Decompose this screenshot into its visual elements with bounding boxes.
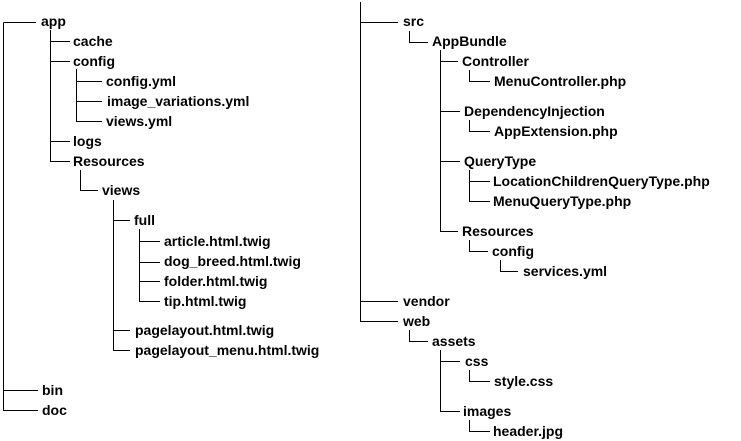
folder-css: css [465,353,489,370]
connector-images [469,420,490,432]
folder-views: views [102,182,141,199]
connector-root-right [360,2,398,322]
connector-querytype [469,170,490,202]
folder-controller: Controller [462,53,529,70]
folder-resources-right: Resources [462,223,534,240]
folder-web: web [403,313,431,330]
connector-assets [440,350,460,412]
connector-dependencyinjection [469,120,490,132]
connector-web [409,330,428,342]
folder-querytype: QueryType [464,153,537,170]
folder-resources: Resources [73,153,145,170]
file-article-twig: article.html.twig [164,233,271,250]
folder-logs: logs [73,133,102,150]
folder-bin: bin [42,382,63,399]
folder-appbundle: AppBundle [432,33,507,50]
file-views-yml: views.yml [106,113,173,130]
folder-full: full [134,212,155,229]
file-pagelayout-menu-twig: pagelayout_menu.html.twig [135,342,320,359]
folder-config-right: config [492,243,534,260]
folder-app: app [41,13,66,30]
file-services-yml: services.yml [523,263,608,280]
folder-cache: cache [73,33,113,50]
file-app-extension-php: AppExtension.php [494,123,618,140]
connector-src [409,31,428,43]
folder-dependency-injection: DependencyInjection [464,103,605,120]
connector-app [50,30,70,162]
folder-images: images [463,403,512,420]
folder-src: src [403,13,425,30]
connector-config [76,69,102,122]
connector-resources [80,170,98,191]
file-tip-twig: tip.html.twig [164,293,247,310]
file-config-yml: config.yml [106,73,177,90]
file-folder-twig: folder.html.twig [164,273,268,290]
folder-assets: assets [432,333,476,350]
connector-appbundle [440,50,460,232]
connector-views [113,200,130,351]
folder-vendor: vendor [403,293,450,310]
connector-css [469,370,490,382]
file-menu-query-type-php: MenuQueryType.php [493,193,632,210]
file-style-css: style.css [494,373,554,390]
connector-config-right [500,260,518,272]
folder-config: config [73,53,115,70]
file-menu-controller-php: MenuController.php [494,73,627,90]
connector-resources-right [469,240,488,252]
file-pagelayout-twig: pagelayout.html.twig [135,322,275,339]
connector-full [139,229,160,302]
file-location-children-query-type-php: LocationChildrenQueryType.php [493,173,710,190]
folder-doc: doc [42,402,67,419]
file-dog-breed-twig: dog_breed.html.twig [164,253,301,270]
file-header-jpg: header.jpg [493,423,564,440]
connector-controller [469,70,490,82]
file-image-variations-yml: image_variations.yml [107,93,250,110]
connector-root-left [3,22,38,411]
